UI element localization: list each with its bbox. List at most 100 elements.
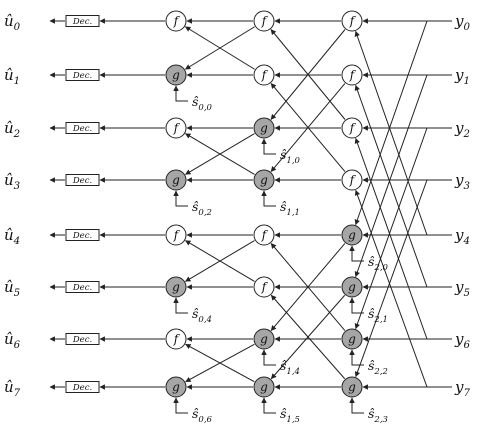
output-label-2: û2	[4, 119, 20, 140]
node-g-stage0-row1	[165, 64, 187, 86]
wire-s3-s2-cross-row7	[270, 294, 346, 380]
decoder-box-5	[65, 281, 100, 293]
input-label-7: y7	[454, 378, 470, 399]
output-label-3: û3	[4, 171, 20, 192]
partial-sum-label-stage2-2: ŝ2,2	[368, 358, 388, 377]
partial-sum-label-stage0-1: ŝ0,2	[192, 199, 212, 218]
wire-s3-s2-cross-row6	[270, 243, 346, 332]
node-g-stage1-row2	[253, 117, 275, 139]
output-label-0: û0	[4, 12, 21, 33]
node-g-stage2-row6	[341, 328, 363, 350]
wire-s3-s2-cross-row3	[270, 83, 346, 172]
node-label-stage0-row0: f	[173, 14, 181, 28]
wire-ycross-to-stage3-row5	[354, 74, 428, 278]
input-label-1: y1	[454, 66, 470, 87]
node-f-stage0-row0	[165, 10, 187, 32]
decoder-box-6	[65, 333, 100, 345]
partial-sum-label-stage0-2: ŝ0,4	[192, 306, 212, 325]
node-label-stage0-row2: f	[173, 121, 181, 135]
partial-sum-arrow-stage1-0	[261, 138, 276, 155]
partial-sum-label-stage1-3: ŝ1,5	[280, 406, 300, 425]
partial-sum-arrow-stage1-1	[261, 190, 276, 207]
partial-sum-label-stage0-0: ŝ0,0	[192, 94, 213, 113]
partial-sum-label-stage0-3: ŝ0,6	[192, 406, 213, 425]
decoder-label-3: Dec.	[72, 176, 92, 186]
decoder-label-4: Dec.	[72, 231, 92, 241]
output-label-4: û4	[4, 226, 20, 247]
output-label-7: û7	[4, 378, 21, 399]
input-label-2: y2	[454, 119, 470, 140]
wire-s2-s1-cross-row3	[184, 133, 255, 175]
wire-ycross-to-stage3-row1	[354, 84, 428, 288]
node-label-stage2-row6: g	[348, 332, 356, 346]
node-label-stage0-row4: f	[173, 228, 181, 242]
node-g-stage2-row4	[341, 224, 363, 246]
node-label-stage2-row3: f	[349, 173, 357, 187]
wire-s2-s1-cross-row7	[185, 343, 255, 383]
decoder-label-7: Dec.	[72, 383, 92, 393]
decoder-label-2: Dec.	[72, 124, 92, 134]
wire-ycross-to-stage3-row6	[354, 127, 428, 330]
decoder-label-1: Dec.	[72, 71, 92, 81]
decoder-box-1	[65, 69, 100, 81]
wire-ycross-to-stage3-row4	[354, 20, 428, 226]
nodes-layer	[65, 10, 363, 398]
node-f-stage1-row4	[253, 224, 275, 246]
node-label-stage0-row3: g	[172, 173, 180, 187]
node-label-stage2-row4: g	[348, 228, 356, 242]
partial-sum-arrow-stage2-3	[349, 397, 364, 414]
partial-sum-arrow-stage2-0	[349, 245, 364, 262]
node-label-stage1-row0: f	[261, 14, 269, 28]
wire-ycross-to-stage3-row7	[354, 179, 428, 378]
node-g-stage2-row7	[341, 376, 363, 398]
node-label-stage2-row2: f	[349, 121, 357, 135]
node-f-stage2-row3	[341, 169, 363, 191]
wire-s2-s1-cross-row5	[184, 240, 255, 282]
node-label-stage0-row7: g	[172, 380, 180, 394]
node-label-stage0-row6: f	[173, 332, 181, 346]
node-g-stage1-row3	[253, 169, 275, 191]
node-f-stage2-row1	[341, 64, 363, 86]
partial-sum-arrow-stage0-1	[173, 190, 188, 207]
partial-sum-arrow-stage2-1	[349, 297, 364, 314]
node-g-stage1-row7	[253, 376, 275, 398]
wire-s3-s2-cross-row2	[270, 29, 346, 120]
input-label-4: y4	[454, 226, 470, 247]
node-label-stage1-row5: f	[261, 280, 269, 294]
decoder-box-4	[65, 229, 100, 241]
partial-sum-label-stage2-3: ŝ2,3	[368, 406, 388, 425]
node-f-stage2-row0	[341, 10, 363, 32]
output-label-1: û1	[4, 66, 20, 87]
wire-s2-s1-cross-row1	[184, 26, 255, 70]
node-label-stage2-row1: f	[349, 68, 357, 82]
partial-sum-label-stage2-1: ŝ2,1	[368, 306, 388, 325]
input-label-3: y3	[454, 171, 470, 192]
input-label-0: y0	[454, 12, 470, 33]
partial-sum-arrow-stage0-3	[173, 397, 188, 414]
partial-sum-label-stage2-0: ŝ2,0	[368, 254, 389, 273]
partial-sum-arrow-stage2-2	[349, 349, 364, 366]
node-label-stage1-row2: g	[260, 121, 268, 135]
node-g-stage0-row5	[165, 276, 187, 298]
wire-ycross-to-stage3-row2	[354, 137, 428, 340]
decoder-label-5: Dec.	[72, 283, 92, 293]
input-label-6: y6	[454, 330, 470, 351]
decoder-box-2	[65, 122, 100, 134]
node-f-stage0-row2	[165, 117, 187, 139]
partial-sum-arrow-stage1-2	[261, 349, 276, 366]
partial-sum-arrow-stage0-2	[173, 297, 188, 314]
node-label-stage2-row0: f	[349, 14, 357, 28]
wire-ycross-to-stage3-row3	[354, 189, 428, 388]
node-label-stage0-row5: g	[172, 280, 180, 294]
node-label-stage1-row6: g	[260, 332, 268, 346]
node-f-stage0-row6	[165, 328, 187, 350]
output-label-5: û5	[4, 278, 20, 299]
node-g-stage2-row5	[341, 276, 363, 298]
node-label-stage0-row1: g	[172, 68, 180, 82]
node-label-stage1-row1: f	[261, 68, 269, 82]
node-label-stage1-row7: g	[260, 380, 268, 394]
node-label-stage2-row7: g	[348, 380, 356, 394]
labels-layer: Dec.Dec.Dec.Dec.Dec.Dec.Dec.Dec.fgfgfgfg…	[4, 12, 470, 425]
node-f-stage2-row2	[341, 117, 363, 139]
